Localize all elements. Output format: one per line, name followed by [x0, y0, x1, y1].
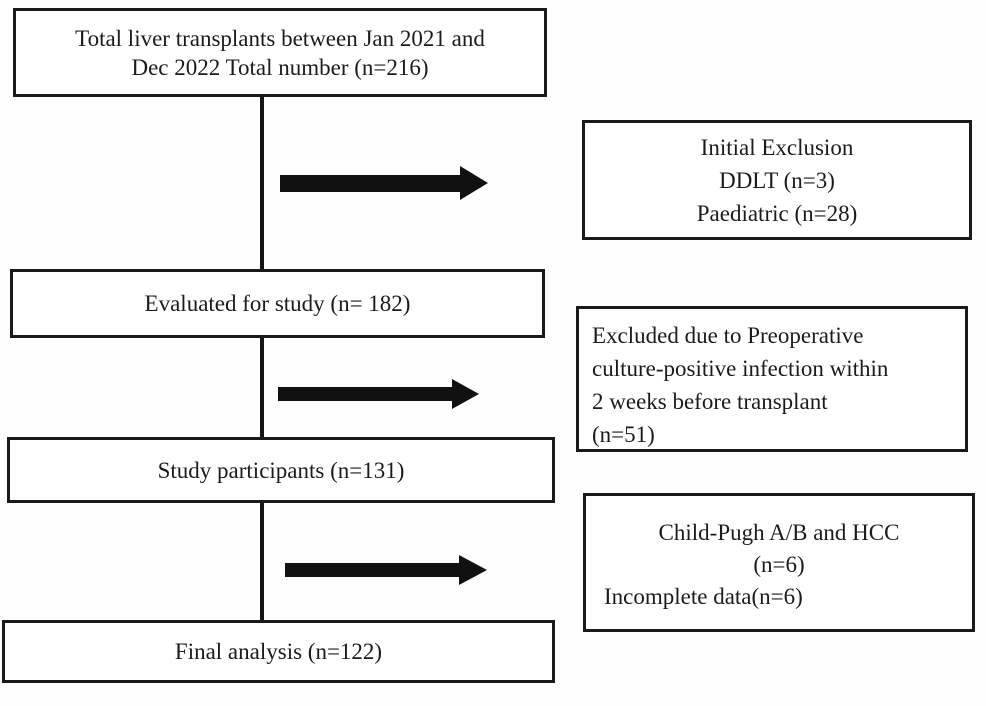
- box-final-analysis-label: Final analysis (n=122): [174, 639, 383, 664]
- box-initial-exclusion: Initial Exclusion DDLT (n=3) Paediatric …: [582, 120, 972, 240]
- box-evaluated-for-study: Evaluated for study (n= 182): [10, 269, 545, 338]
- box-initial-exclusion-line-2: DDLT (n=3): [719, 167, 835, 193]
- box-preop-infection-exclusion-line-4: (n=51): [592, 422, 655, 447]
- box-total-transplants-line-2: Dec 2022 Total number (n=216): [131, 54, 429, 80]
- connector-line-segment-1: [260, 95, 264, 271]
- box-preop-infection-exclusion-line-1: Excluded due to Preoperative: [592, 323, 864, 348]
- arrow-head-1: [460, 166, 488, 200]
- box-total-transplants: Total liver transplants between Jan 2021…: [13, 8, 547, 97]
- box-final-exclusion-line-1: Child-Pugh A/B and HCC: [658, 520, 900, 545]
- box-preop-infection-exclusion-line-3: 2 weeks before transplant: [592, 389, 828, 414]
- arrow-shaft-1: [280, 175, 460, 192]
- box-final-exclusion-line-2: (n=6): [753, 552, 805, 577]
- arrow-head-2: [452, 379, 479, 409]
- box-preop-infection-exclusion-line-2: culture-positive infection within: [592, 356, 889, 381]
- box-final-analysis: Final analysis (n=122): [2, 620, 555, 683]
- box-final-exclusion-line-3: Incomplete data(n=6): [604, 584, 803, 609]
- arrow-shaft-3: [285, 563, 459, 577]
- box-study-participants: Study participants (n=131): [7, 437, 555, 503]
- box-preop-infection-exclusion: Excluded due to Preoperative culture-pos…: [576, 306, 968, 452]
- box-initial-exclusion-line-3: Paediatric (n=28): [696, 200, 858, 226]
- arrow-head-3: [459, 555, 487, 585]
- box-final-exclusion: Child-Pugh A/B and HCC (n=6) Incomplete …: [583, 493, 975, 632]
- box-study-participants-label: Study participants (n=131): [157, 457, 405, 483]
- connector-line-segment-2: [260, 336, 264, 439]
- box-evaluated-for-study-label: Evaluated for study (n= 182): [144, 291, 411, 316]
- box-total-transplants-line-1: Total liver transplants between Jan 2021…: [75, 25, 485, 51]
- box-initial-exclusion-line-1: Initial Exclusion: [700, 134, 854, 160]
- connector-line-segment-3: [260, 501, 264, 622]
- arrow-shaft-2: [278, 387, 452, 401]
